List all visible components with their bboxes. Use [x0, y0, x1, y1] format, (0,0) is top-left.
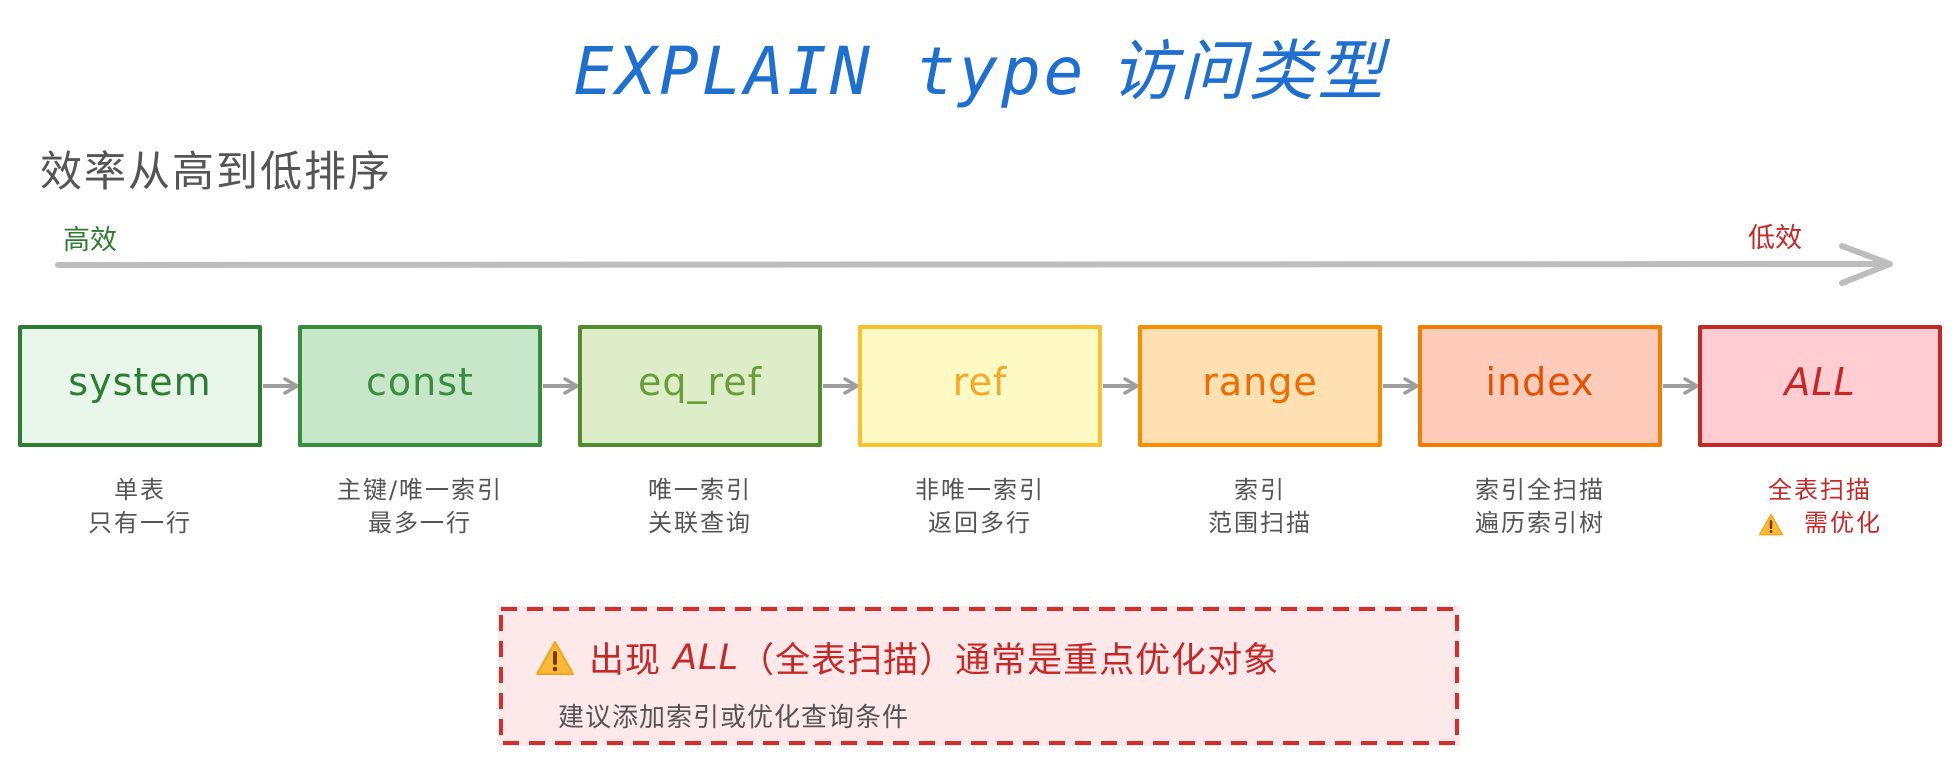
description-line: 主键/唯一索引 [336, 476, 504, 504]
title-zh: 访问类型 [1110, 33, 1387, 110]
description-line: 最多一行 [368, 509, 472, 537]
subtitle: 效率从高到低排序 [40, 147, 393, 196]
type-description: 唯一索引关联查询 [560, 474, 840, 540]
page-title: EXPLAIN type 访问类型 [0, 18, 1960, 114]
description-line: 索引 [1234, 476, 1286, 504]
connector-arrow [823, 377, 859, 395]
axis-arrowhead [1839, 243, 1893, 286]
callout-headline: 出现 ALL （全表扫描）通常是重点优化对象 [535, 632, 1279, 683]
description-line: 单表 [114, 476, 166, 504]
type-box-system: system [18, 325, 262, 447]
high-efficiency-label: 高效 [63, 225, 117, 256]
type-description: 非唯一索引返回多行 [840, 474, 1120, 540]
type-box-range: range [1138, 325, 1382, 447]
axis-line [55, 261, 1891, 268]
type-description: 单表只有一行 [0, 474, 280, 540]
type-box-eq-ref: eq_ref [578, 325, 822, 447]
description-line: 需优化 [1680, 507, 1960, 540]
type-box-index: index [1418, 325, 1662, 447]
description-line: 遍历索引树 [1475, 509, 1605, 537]
description-line: 全表扫描 [1768, 476, 1872, 504]
description-text: 需优化 [1804, 509, 1882, 537]
description-line: 索引全扫描 [1475, 476, 1605, 504]
callout-subtext: 建议添加索引或优化查询条件 [558, 703, 910, 733]
callout-headline-pre: 出现 [589, 641, 662, 681]
type-box-const: const [298, 325, 542, 447]
description-line: 非唯一索引 [915, 476, 1045, 504]
connector-arrow [263, 377, 299, 395]
type-box-ref: ref [858, 325, 1102, 447]
type-box-all: ALL [1698, 325, 1942, 447]
low-efficiency-label: 低效 [1748, 223, 1802, 254]
type-description: 索引范围扫描 [1120, 474, 1400, 540]
description-line: 返回多行 [928, 509, 1032, 537]
efficiency-axis-arrow [55, 243, 1893, 286]
type-label: eq_ref [637, 360, 763, 404]
type-label: index [1485, 360, 1595, 404]
type-label: ALL [1784, 360, 1856, 404]
type-description: 索引全扫描遍历索引树 [1400, 474, 1680, 540]
description-line: 关联查询 [648, 509, 752, 537]
connector-arrow [1663, 377, 1699, 395]
type-description: 主键/唯一索引最多一行 [280, 474, 560, 540]
type-label: range [1202, 360, 1318, 404]
callout-headline-all: ALL [673, 637, 740, 678]
description-line: 只有一行 [88, 509, 192, 537]
type-description: 全表扫描需优化 [1680, 474, 1960, 540]
type-label: system [68, 360, 212, 404]
type-label: ref [952, 360, 1008, 404]
callout-dashed-border [499, 607, 1459, 745]
connector-arrow [1103, 377, 1139, 395]
connector-arrow [543, 377, 579, 395]
connector-arrow [1383, 377, 1419, 395]
warning-icon [1758, 513, 1784, 535]
title-en: EXPLAIN type [573, 33, 1087, 110]
description-line: 唯一索引 [648, 476, 752, 504]
description-line: 范围扫描 [1208, 509, 1312, 537]
callout-box [498, 606, 1460, 746]
callout-headline-post: （全表扫描）通常是重点优化对象 [739, 641, 1280, 681]
warning-icon [536, 640, 574, 675]
type-label: const [366, 360, 474, 404]
